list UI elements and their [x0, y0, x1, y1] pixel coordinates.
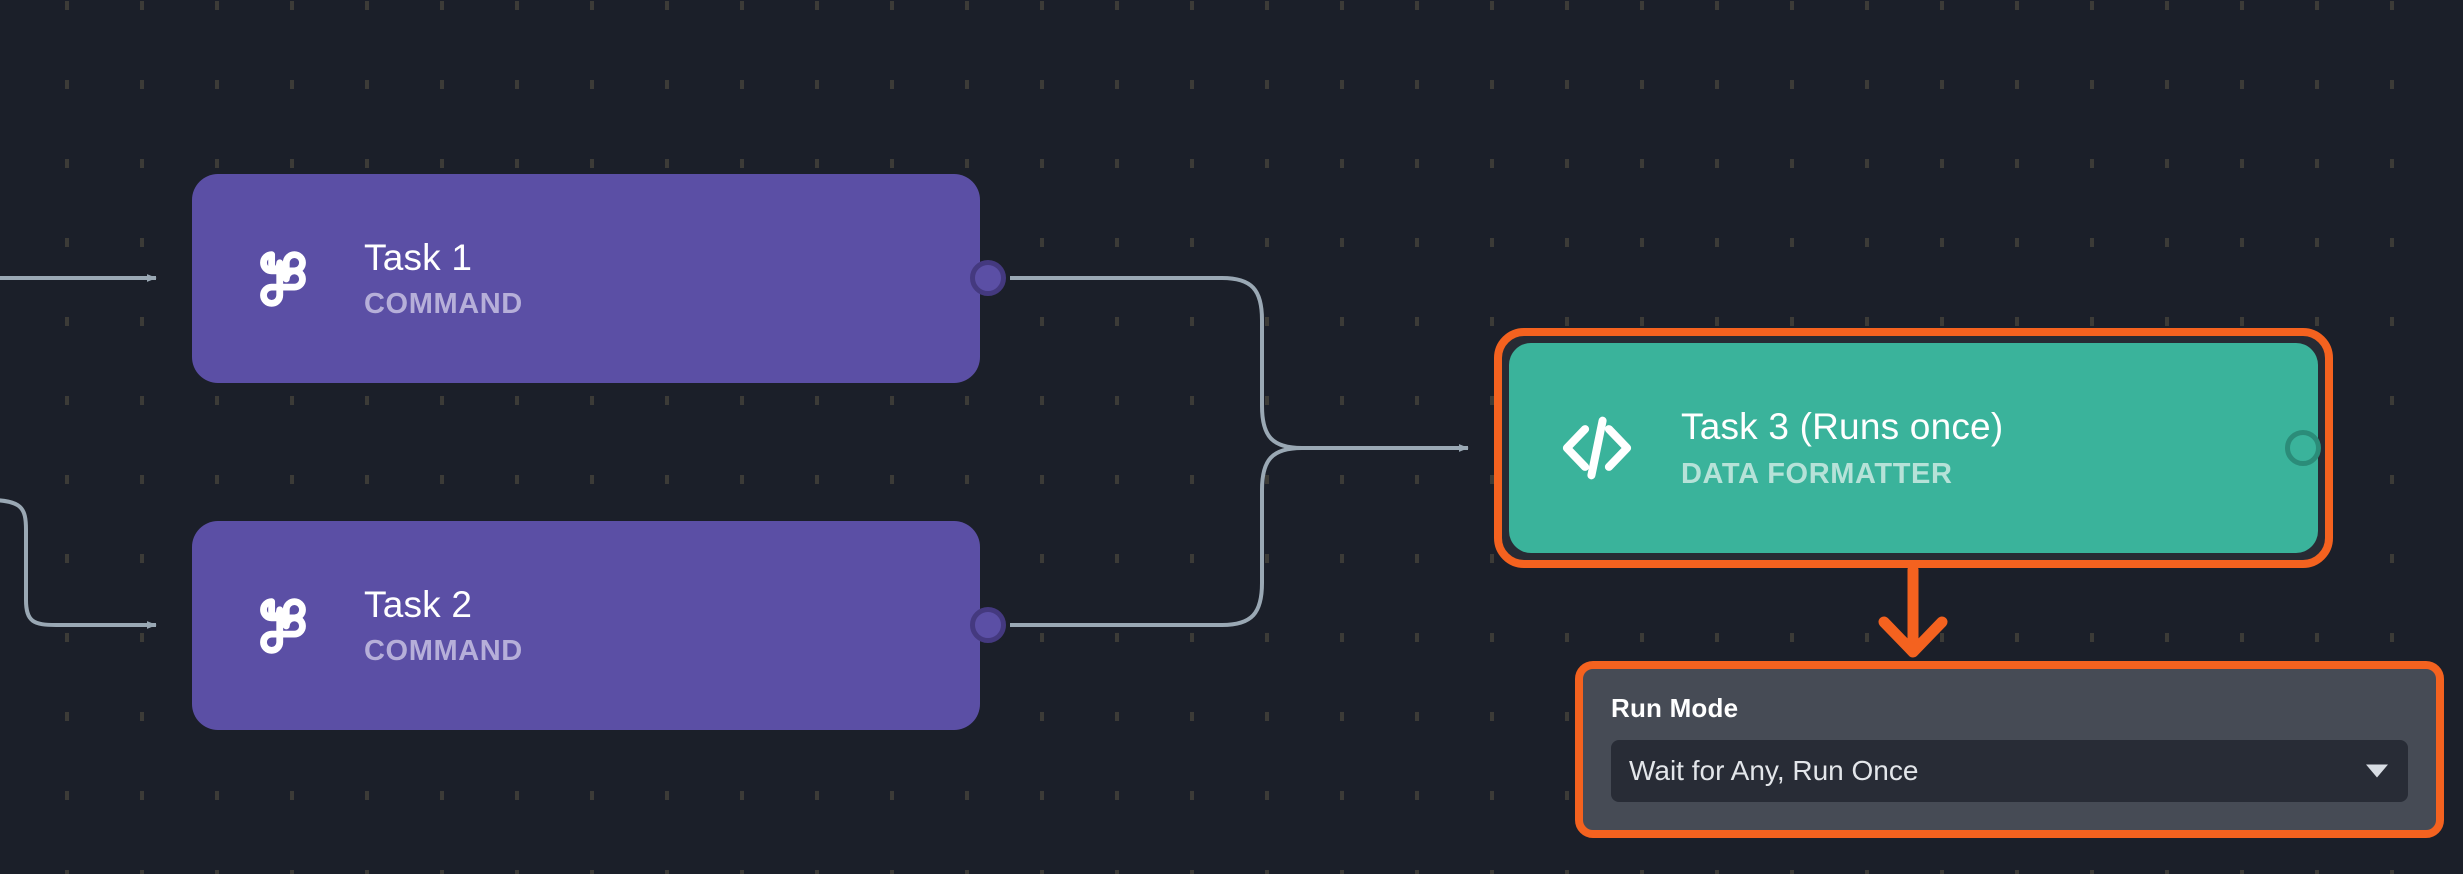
node-subtitle: DATA FORMATTER — [1681, 457, 1953, 490]
command-icon — [244, 240, 322, 318]
node-task-3-selection-outline[interactable]: Task 3 (Runs once) DATA FORMATTER — [1494, 328, 2333, 568]
node-subtitle: COMMAND — [364, 288, 523, 321]
edge-task-2-to-task-3 — [1010, 446, 1303, 627]
node-task-1-text: Task 1 COMMAND — [364, 236, 523, 322]
output-port-task-2[interactable] — [970, 607, 1006, 643]
edge-task-1-to-task-3 — [1010, 276, 1303, 450]
node-title: Task 1 — [364, 236, 473, 278]
output-port-task-3[interactable] — [2285, 430, 2321, 466]
chevron-down-icon[interactable] — [2366, 764, 2388, 778]
node-title: Task 3 (Runs once) — [1681, 406, 2004, 448]
node-task-1[interactable]: Task 1 COMMAND — [192, 174, 980, 383]
node-subtitle: COMMAND — [364, 635, 523, 668]
code-brackets-icon — [1555, 406, 1639, 490]
node-task-2-text: Task 2 COMMAND — [364, 583, 523, 669]
run-mode-select[interactable]: Wait for Any, Run Once — [1611, 740, 2408, 802]
run-mode-properties-panel[interactable]: Run Mode Wait for Any, Run Once — [1575, 661, 2444, 838]
run-mode-label: Run Mode — [1611, 693, 1739, 723]
node-task-2[interactable]: Task 2 COMMAND — [192, 521, 980, 730]
edge-incoming-task-2 — [0, 498, 157, 629]
node-title: Task 2 — [364, 583, 473, 625]
command-icon — [244, 587, 322, 665]
run-mode-selected-value: Wait for Any, Run Once — [1629, 755, 1919, 786]
node-task-3[interactable]: Task 3 (Runs once) DATA FORMATTER — [1509, 343, 2318, 553]
node-task-3-text: Task 3 (Runs once) DATA FORMATTER — [1681, 405, 2003, 491]
annotation-arrow-to-run-mode — [1878, 564, 1948, 658]
output-port-task-1[interactable] — [970, 260, 1006, 296]
